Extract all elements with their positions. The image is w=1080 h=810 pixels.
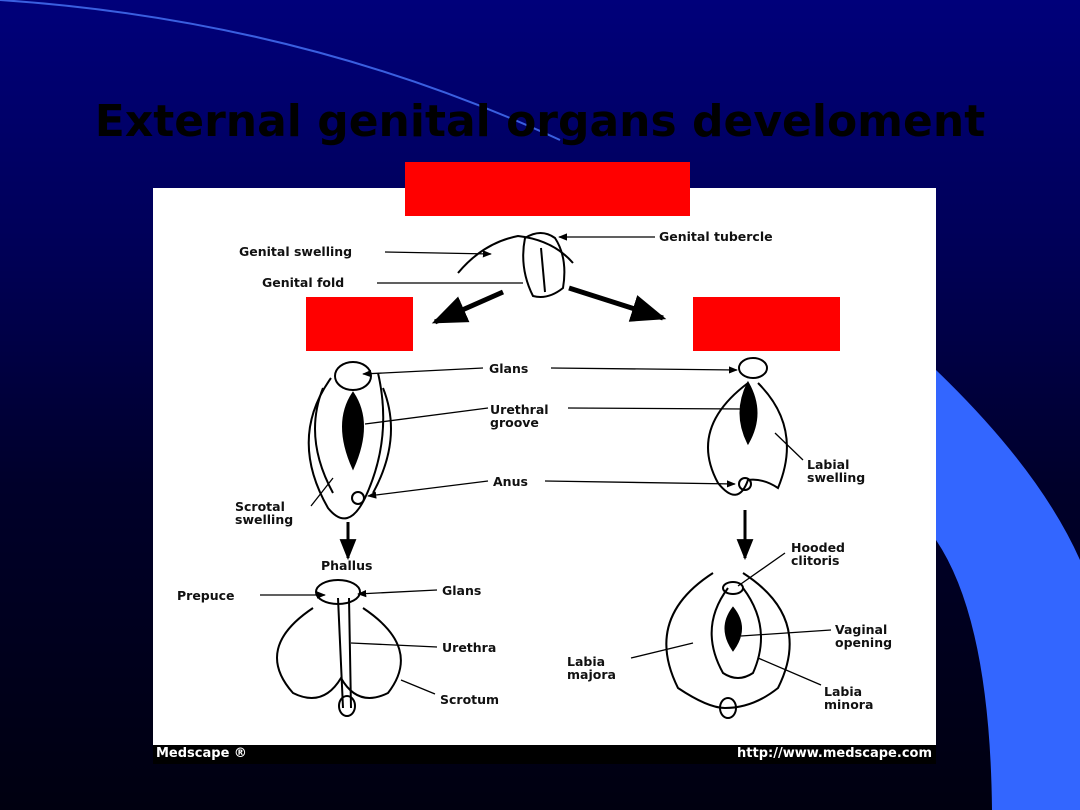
label-glans-mid: Glans xyxy=(489,361,529,376)
label-urethral-groove: Urethral groove xyxy=(490,402,549,430)
label-glans-lower: Glans xyxy=(442,583,482,598)
slide-title: External genital organs develoment xyxy=(94,96,986,147)
label-urethra: Urethra xyxy=(442,640,497,655)
arrow-to-male xyxy=(431,289,505,325)
leader-anus-female xyxy=(544,480,736,488)
leader-glans-female xyxy=(550,366,738,374)
label-genital-tubercle: Genital tubercle xyxy=(659,229,773,244)
leader-vaginal-opening xyxy=(740,629,832,637)
label-labial-swelling: Labial swelling xyxy=(807,457,866,485)
male-stage2-outline xyxy=(307,372,385,520)
female-vaginal-opening xyxy=(724,606,742,652)
female-stage2-outline xyxy=(707,382,788,496)
leader-urethra xyxy=(350,642,438,648)
label-hooded-clitoris: Hooded clitoris xyxy=(791,540,846,568)
female-final-labia-minora xyxy=(710,587,762,679)
leader-labial-swelling xyxy=(774,432,804,461)
leader-labia-majora xyxy=(630,642,694,659)
label-labia-majora: Labia majora xyxy=(567,654,616,682)
leader-urethral-groove-female xyxy=(567,407,746,410)
arrow-to-female xyxy=(568,285,667,322)
medscape-footer-bar: Medscape ® http://www.medscape.com xyxy=(153,745,936,764)
diagram-drawing xyxy=(260,232,832,719)
male-final-urethra xyxy=(337,597,352,709)
decorative-blue-swoosh xyxy=(936,370,1080,810)
redaction-box-left xyxy=(306,297,413,351)
label-prepuce: Prepuce xyxy=(177,588,235,603)
leader-anus-male xyxy=(367,480,489,499)
genital-fold-line xyxy=(540,247,546,293)
footer-brand: Medscape ® xyxy=(156,746,247,761)
leader-urethral-groove-male xyxy=(364,407,489,425)
female-final-labia-majora xyxy=(665,572,791,710)
leader-scrotum xyxy=(400,679,436,695)
male-stage2-folds xyxy=(314,387,392,494)
female-final-base xyxy=(719,697,737,719)
male-urethral-groove xyxy=(342,391,364,471)
leader-glans-final xyxy=(357,589,438,598)
redaction-box-right xyxy=(693,297,840,351)
diagram-panel: Genital swelling Genital fold Genital tu… xyxy=(153,188,936,764)
leader-genital-swelling xyxy=(384,250,492,258)
female-urethral-groove xyxy=(739,380,758,446)
footer-url: http://www.medscape.com xyxy=(737,746,932,761)
label-labia-minora: Labia minora xyxy=(824,684,874,712)
label-genital-fold: Genital fold xyxy=(262,275,345,290)
label-anus: Anus xyxy=(493,474,528,489)
decorative-arc xyxy=(0,0,561,141)
male-final-base xyxy=(338,695,356,717)
female-stage2-glans xyxy=(738,357,768,379)
label-scrotum: Scrotum xyxy=(440,692,500,707)
leader-glans-male xyxy=(362,367,484,378)
female-anus xyxy=(738,477,752,491)
leader-scrotal-swelling xyxy=(310,477,334,507)
male-anus xyxy=(351,491,365,505)
label-scrotal-swelling: Scrotal swelling xyxy=(235,499,294,527)
indifferent-stage-outline xyxy=(457,234,574,274)
leader-labia-minora xyxy=(757,657,822,686)
genital-tubercle-shape xyxy=(522,232,566,298)
male-stage2-glans xyxy=(334,361,372,391)
label-phallus: Phallus xyxy=(321,558,373,573)
leader-hooded-clitoris xyxy=(737,552,786,587)
label-genital-swelling: Genital swelling xyxy=(239,244,353,259)
label-vaginal-opening: Vaginal opening xyxy=(835,622,893,650)
redaction-box-top xyxy=(405,162,690,216)
female-hooded-clitoris xyxy=(722,581,744,595)
